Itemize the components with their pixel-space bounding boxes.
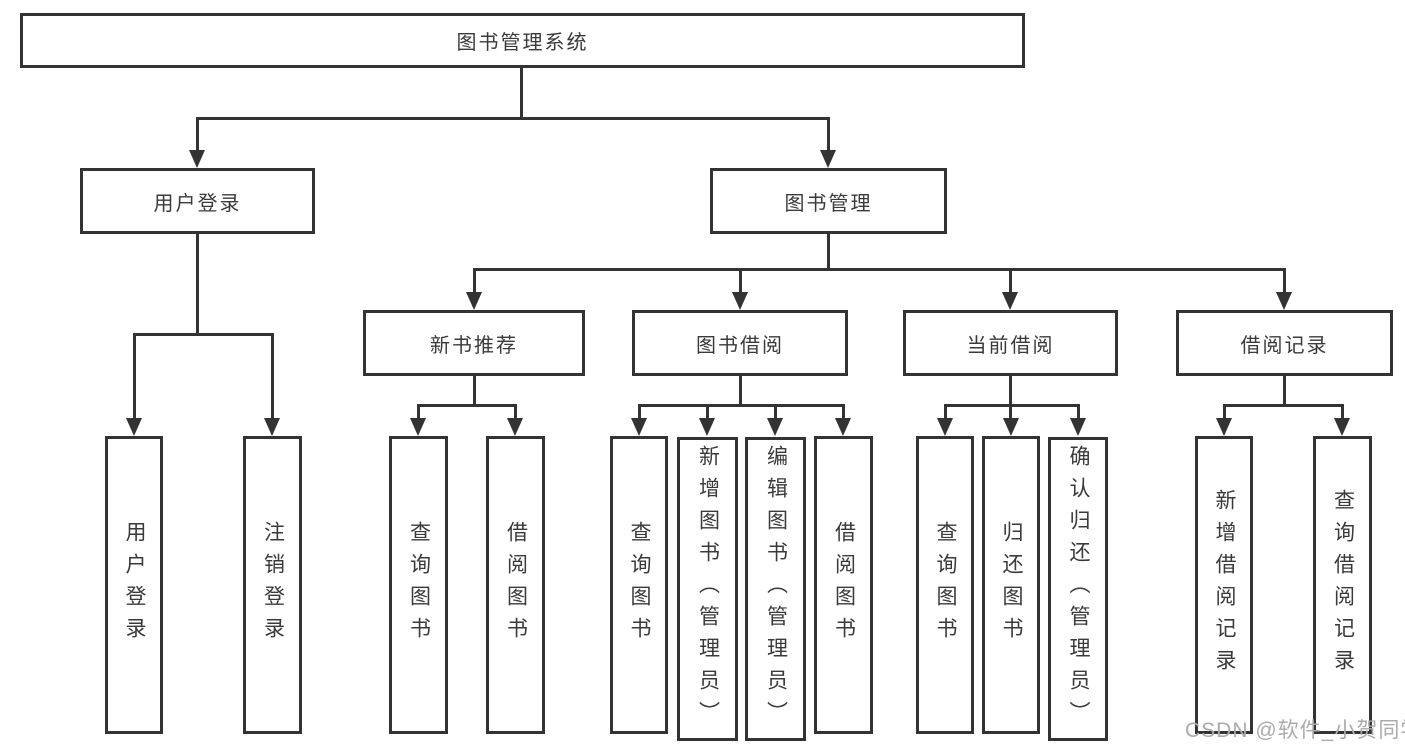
arrowhead-down-icon (1276, 292, 1292, 310)
arrowhead-down-icon (1216, 418, 1232, 436)
connector-vline (196, 117, 199, 152)
leaf-borrow-edit-book-admin: 编辑图书（管理员） (745, 437, 806, 741)
connector-hline (638, 404, 845, 407)
arrowhead-down-icon (732, 292, 748, 310)
node-current-borrow: 当前借阅 (903, 310, 1118, 376)
connector-vline (739, 375, 742, 407)
connector-hline (196, 117, 830, 120)
connector-vline (196, 233, 199, 336)
arrowhead-down-icon (1334, 418, 1350, 436)
connector-vline (473, 375, 476, 407)
connector-hline (1223, 404, 1343, 407)
connector-vline (133, 333, 136, 420)
arrowhead-down-icon (835, 418, 851, 436)
csdn-watermark: CSDN @软件_小贺同学 (1185, 719, 1405, 742)
connector-vline (827, 117, 830, 152)
connector-vline (706, 404, 709, 420)
arrowhead-down-icon (1070, 418, 1086, 436)
leaf-recommend-query-book: 查询图书 (389, 436, 448, 734)
leaf-user-login: 用户登录 (105, 436, 163, 734)
leaf-records-add-record: 新增借阅记录 (1195, 436, 1253, 734)
node-book-management: 图书管理 (710, 168, 947, 234)
arrowhead-down-icon (410, 418, 426, 436)
leaf-current-return-book: 归还图书 (982, 436, 1040, 734)
connector-vline (1223, 404, 1226, 420)
connector-vline (1009, 404, 1012, 420)
connector-vline (774, 404, 777, 420)
arrowhead-down-icon (937, 418, 953, 436)
arrowhead-down-icon (1002, 292, 1018, 310)
node-library-system: 图书管理系统 (20, 13, 1025, 68)
leaf-current-confirm-return-admin: 确认归还（管理员） (1048, 437, 1108, 741)
connector-vline (1077, 404, 1080, 420)
node-user-login: 用户登录 (80, 168, 315, 234)
connector-vline (520, 67, 523, 120)
leaf-recommend-borrow-book: 借阅图书 (486, 436, 545, 734)
connector-vline (944, 404, 947, 420)
arrowhead-down-icon (699, 418, 715, 436)
arrowhead-down-icon (631, 418, 647, 436)
connector-vline (514, 404, 517, 420)
leaf-records-query-record: 查询借阅记录 (1313, 436, 1372, 734)
connector-vline (827, 232, 830, 271)
connector-hline (133, 333, 274, 336)
leaf-logout: 注销登录 (243, 436, 302, 734)
connector-vline (739, 268, 742, 295)
connector-vline (842, 404, 845, 420)
connector-hline (473, 268, 1286, 271)
arrowhead-down-icon (820, 150, 836, 168)
node-book-borrow: 图书借阅 (632, 310, 848, 376)
arrowhead-down-icon (507, 418, 523, 436)
node-borrow-records: 借阅记录 (1176, 310, 1393, 376)
arrowhead-down-icon (767, 418, 783, 436)
connector-vline (473, 268, 476, 295)
connector-vline (638, 404, 641, 420)
connector-vline (271, 333, 274, 420)
connector-vline (1009, 375, 1012, 407)
leaf-borrow-query-book: 查询图书 (610, 436, 668, 734)
arrowhead-down-icon (264, 418, 280, 436)
connector-hline (417, 404, 517, 407)
leaf-borrow-borrow-book: 借阅图书 (814, 436, 873, 734)
connector-vline (1009, 268, 1012, 295)
arrowhead-down-icon (466, 292, 482, 310)
connector-vline (1341, 404, 1344, 420)
connector-vline (417, 404, 420, 420)
connector-vline (1283, 268, 1286, 295)
leaf-borrow-add-book-admin: 新增图书（管理员） (677, 437, 738, 741)
arrowhead-down-icon (126, 418, 142, 436)
arrowhead-down-icon (1003, 418, 1019, 436)
node-new-book-recommend: 新书推荐 (363, 310, 585, 376)
leaf-current-query-book: 查询图书 (916, 436, 974, 734)
arrowhead-down-icon (189, 150, 205, 168)
connector-vline (1283, 375, 1286, 407)
